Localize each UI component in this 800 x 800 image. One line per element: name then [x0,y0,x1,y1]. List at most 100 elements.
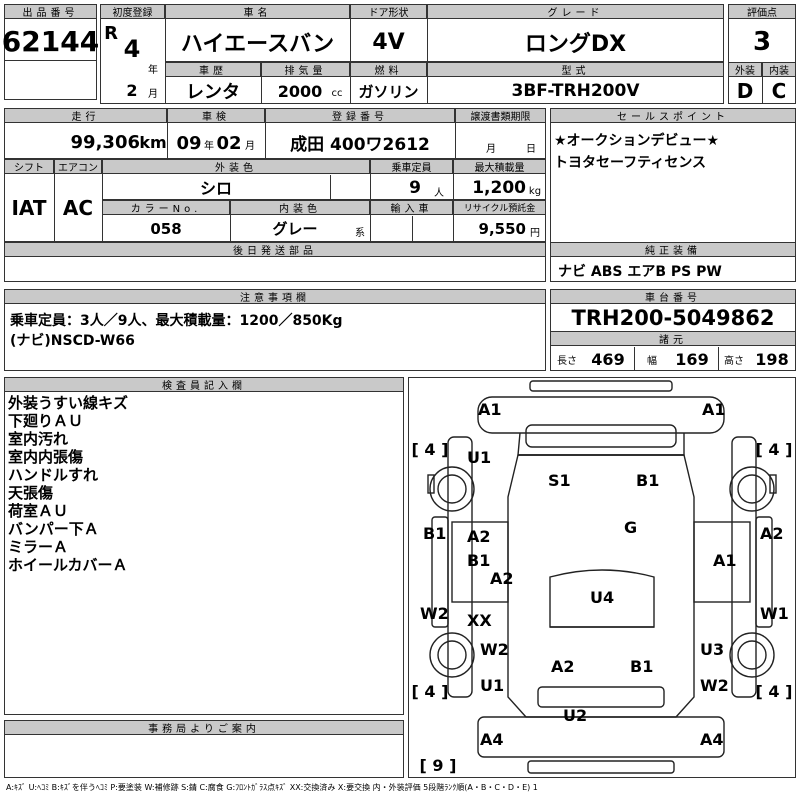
sales-points-label: セールスポイント [550,108,796,123]
grade-label: グレード [427,4,724,19]
mileage-label: 走行 [4,108,167,123]
model-name: ハイエースバン [180,32,335,57]
interior-label: 内装 [762,62,796,77]
tire-front-left: [ 4 ] [411,439,449,459]
displacement-label: 排気量 [261,62,350,77]
damage-mark: A4 [480,730,504,749]
damage-mark: W2 [420,604,449,623]
capacity-unit: 人 [434,187,444,199]
transfer-deadline-label: 譲渡書類期限 [455,108,546,123]
spare-tire: [ 9 ] [419,755,457,775]
exterior-label: 外装 [728,62,762,77]
damage-mark: G [624,518,638,537]
width-label: 幅 [647,355,657,367]
inspector-note-line: 荷室ＡＵ [8,502,69,520]
color-number: 058 [150,219,182,238]
inspector-note-line: 天張傷 [8,484,54,502]
model-name-label: 車名 [165,4,350,19]
inspector-note-line: 室内内張傷 [8,448,84,466]
capacity-label: 乗車定員 [370,159,453,174]
model-code: 3BF-TRH200V [511,81,640,101]
shift-label: シフト [4,159,54,174]
displacement: 2000 [277,81,323,101]
inspection-month-unit: 月 [245,140,255,152]
damage-mark: U3 [700,640,725,659]
exterior-color-label: 外装色 [102,159,370,174]
damage-mark: W2 [480,640,509,659]
notes-line-1: 乗車定員：3人／9人、最大積載量：1200／850Kg [10,313,343,329]
chassis-label: 車台番号 [550,289,796,304]
length: 469 [591,349,625,369]
color-number-label: カラーNo. [102,200,230,215]
damage-mark: A2 [551,657,575,676]
inspector-note-line: ホイールカバーＡ [8,556,128,574]
damage-mark: B1 [467,551,491,570]
later-parts-label: 後日発送部品 [4,242,546,257]
damage-mark: B1 [630,657,654,676]
capacity: 9 [409,178,421,198]
office-label: 事務局よりご案内 [4,720,404,735]
chassis-number: TRH200-5049862 [571,306,775,330]
vehicle-diagram [427,380,777,774]
lot-number-box [4,4,97,100]
damage-mark: XX [467,611,492,630]
damage-mark: A2 [467,527,491,546]
recycle-unit: 円 [530,227,540,239]
era-label: R [104,22,118,44]
history: レンタ [186,82,240,103]
damage-mark: A2 [760,524,784,543]
history-label: 車歴 [165,62,261,77]
mileage-unit: km [139,132,167,152]
fuel-label: 燃料 [350,62,427,77]
damage-mark: W2 [700,676,729,695]
exterior-color: シロ [199,179,232,198]
score: 3 [752,27,772,57]
inspection-label: 車検 [167,108,265,123]
lot-number: 62144 [1,24,100,58]
recycle-label: リサイクル預託金 [453,200,546,215]
inspector-note-line: 室内汚れ [8,430,69,448]
interior-grade: C [771,79,787,103]
damage-mark: A4 [700,730,724,749]
inspector-note-line: 下廻りＡＵ [8,412,84,430]
first-registration-label: 初度登録 [100,4,165,19]
registration-label: 登録番号 [265,108,455,123]
damage-mark: A1 [478,400,502,419]
exterior-grade: D [736,79,754,103]
interior-color-unit: 系 [355,227,365,239]
interior-color-label: 内装色 [230,200,370,215]
damage-mark: B1 [423,524,447,543]
door-type: 4V [372,29,405,55]
notes-line-2: (ナビ)NSCD-W66 [10,333,135,349]
model-code-label: 型式 [427,62,724,77]
damage-mark: A1 [713,551,737,570]
damage-mark: A1 [702,400,726,419]
notes-label: 注意事項欄 [4,289,546,304]
ac: AC [62,196,94,220]
damage-mark: B1 [636,471,660,490]
inspection-year: 09 [176,132,202,154]
equipment-label: 純正装備 [550,242,796,257]
damage-mark: W1 [760,604,789,623]
height: 198 [755,349,789,369]
transfer-month-unit: 月 [486,143,496,155]
interior-color: グレー [272,220,318,238]
legend: A:ｷｽﾞ U:ﾍｺﾐ B:ｷｽﾞを伴うﾍｺﾐ P:要塗装 W:補修跡 S:錆 … [6,783,538,792]
displacement-unit: cc [331,87,343,99]
score-label: 評価点 [728,4,796,19]
month-unit: 月 [148,88,158,100]
inspector-note-line: バンパー下Ａ [8,520,99,538]
tire-rear-right: [ 4 ] [755,681,793,701]
tire-rear-left: [ 4 ] [411,681,449,701]
inspection-year-unit: 年 [204,140,214,152]
lot-number-label: 出品番号 [4,4,97,19]
sales-point-1: ★オークションデビュー★ [554,133,720,149]
import-label: 輸入車 [370,200,453,215]
inspector-note-line: ハンドルすれ [8,466,99,484]
damage-mark: A2 [490,569,514,588]
max-load: 1,200 [472,178,526,198]
first-registration-year: 4 [123,35,141,63]
inspector-note-line: ミラーＡ [8,538,69,556]
width: 169 [675,349,709,369]
ac-label: エアコン [54,159,102,174]
